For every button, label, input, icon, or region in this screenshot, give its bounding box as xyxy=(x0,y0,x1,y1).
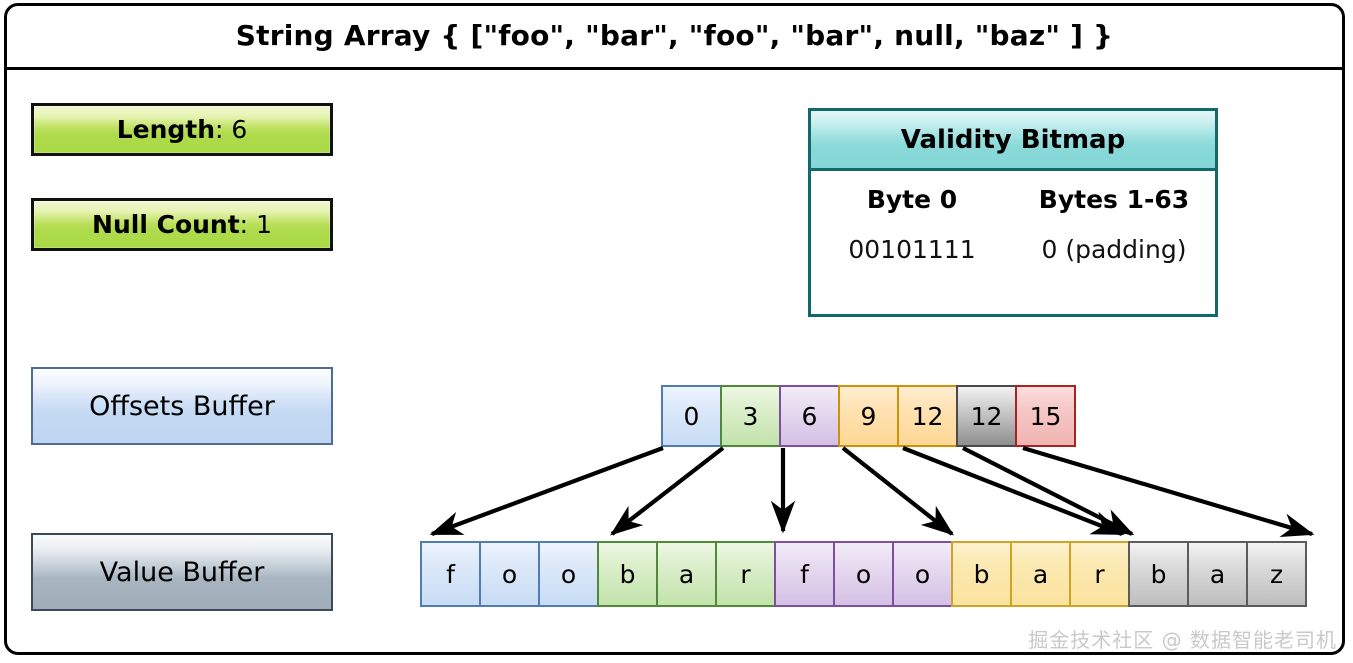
length-label: Length: 6 xyxy=(117,115,248,144)
length-key: Length xyxy=(116,115,216,144)
offset-cell: 9 xyxy=(838,385,899,447)
validity-bitmap-col-byte0: Byte 0 xyxy=(866,184,958,214)
value-cell: f xyxy=(420,541,481,607)
value-cell: b xyxy=(951,541,1012,607)
value-cell: r xyxy=(715,541,776,607)
null-count-separator: : xyxy=(239,210,257,239)
value-buffer-box: Value Buffer xyxy=(31,533,333,611)
value-cell: b xyxy=(597,541,658,607)
value-cell: o xyxy=(892,541,953,607)
validity-bitmap-byte0-value: 00101111 xyxy=(848,234,976,264)
validity-bitmap-table: Validity Bitmap Byte 0 Bytes 1-63 001011… xyxy=(808,108,1218,317)
page-title: String Array { ["foo", "bar", "foo", "ba… xyxy=(235,18,1114,52)
value-cell: a xyxy=(1187,541,1248,607)
length-separator: : xyxy=(215,115,232,144)
value-cell: o xyxy=(479,541,540,607)
value-cell: z xyxy=(1246,541,1307,607)
validity-bitmap-header: Validity Bitmap xyxy=(811,111,1215,171)
offset-cell: 12 xyxy=(956,385,1017,447)
validity-bitmap-value-row: 00101111 0 (padding) xyxy=(811,223,1215,275)
value-cell: a xyxy=(1010,541,1071,607)
value-cell: o xyxy=(538,541,599,607)
null-count-value: 1 xyxy=(256,210,272,239)
watermark: 掘金技术社区 @ 数据智能老司机 xyxy=(1028,628,1337,652)
validity-bitmap-column-headers: Byte 0 Bytes 1-63 xyxy=(811,175,1215,223)
value-cell: o xyxy=(833,541,894,607)
offset-cell: 0 xyxy=(661,385,722,447)
value-buffer-label: Value Buffer xyxy=(99,556,265,588)
validity-bitmap-title: Validity Bitmap xyxy=(900,124,1126,155)
offsets-buffer-label: Offsets Buffer xyxy=(89,390,275,422)
null-count-label: Null Count: 1 xyxy=(92,210,272,239)
offset-cell: 12 xyxy=(897,385,958,447)
value-cell: f xyxy=(774,541,835,607)
null-count-key: Null Count xyxy=(92,210,240,239)
validity-bitmap-col-bytes1-63: Bytes 1-63 xyxy=(1038,184,1190,214)
offsets-buffer-box: Offsets Buffer xyxy=(31,367,333,445)
offset-cell: 3 xyxy=(720,385,781,447)
validity-bitmap-body: Byte 0 Bytes 1-63 00101111 0 (padding) xyxy=(811,171,1215,275)
validity-bitmap-padding-value: 0 (padding) xyxy=(1041,234,1187,264)
value-cell: b xyxy=(1128,541,1189,607)
value-cell: r xyxy=(1069,541,1130,607)
offset-cell: 15 xyxy=(1015,385,1076,447)
value-cell: a xyxy=(656,541,717,607)
offset-cell: 6 xyxy=(779,385,840,447)
diagram-title-bar: String Array { ["foo", "bar", "foo", "ba… xyxy=(4,3,1345,70)
length-value: 6 xyxy=(231,115,248,144)
null-count-box: Null Count: 1 xyxy=(31,198,333,251)
length-box: Length: 6 xyxy=(31,103,333,156)
